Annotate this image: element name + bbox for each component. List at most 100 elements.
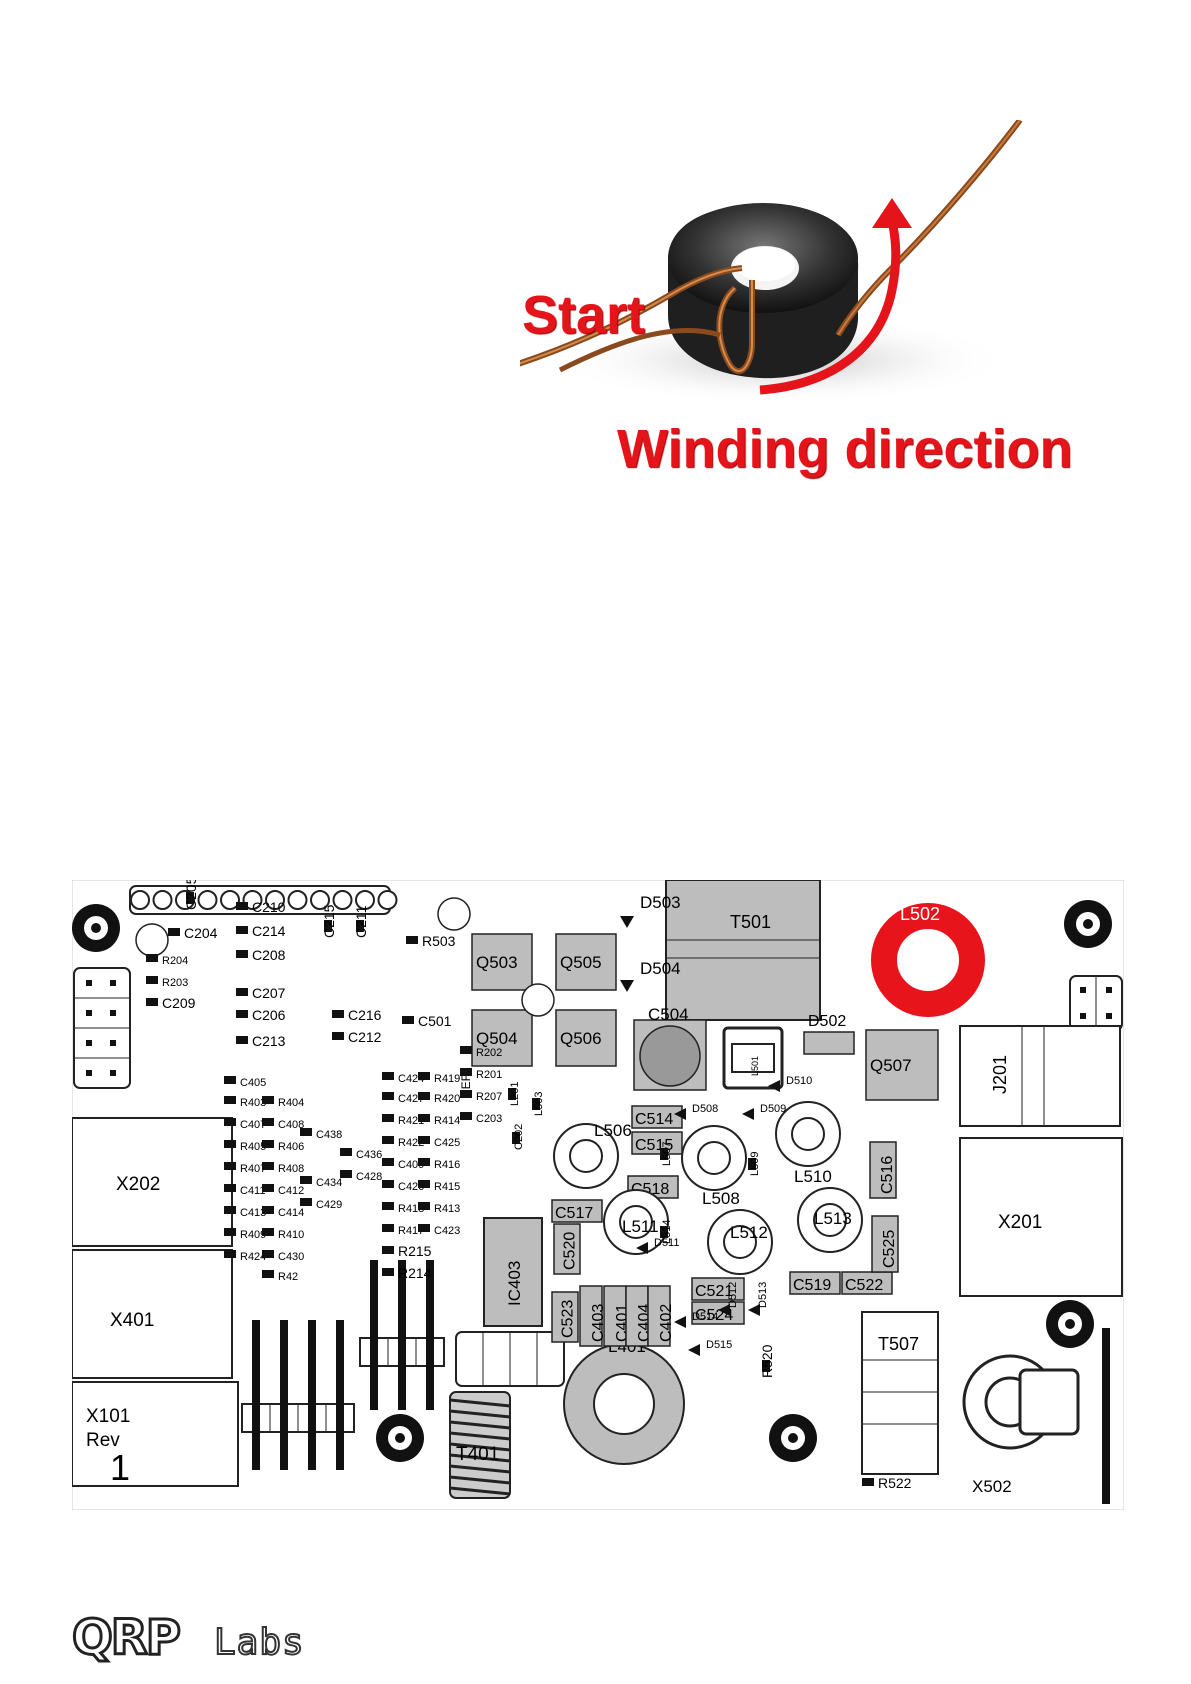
c202-smd: C202 xyxy=(512,1124,525,1150)
c427-smd: C427 xyxy=(382,1092,424,1105)
c519-cap: C519 xyxy=(789,1271,841,1295)
mounting-hole-top-right xyxy=(1064,900,1112,948)
r503-smd: R503 xyxy=(406,933,456,949)
r405-smd: R405 xyxy=(224,1140,266,1153)
l513-toroid: L513 xyxy=(797,1187,863,1253)
c516-label: C516 xyxy=(879,1156,896,1194)
r420-label: R420 xyxy=(434,1093,460,1105)
c206-smd: C206 xyxy=(236,1007,286,1023)
l509-label: L509 xyxy=(749,1152,761,1176)
c209-label: C209 xyxy=(162,995,196,1011)
mounting-hole-top-left xyxy=(72,904,120,952)
x202-label: X202 xyxy=(116,1174,160,1195)
c216-smd: C216 xyxy=(332,1007,382,1023)
r203-label: R203 xyxy=(162,977,188,989)
r406-smd: R406 xyxy=(262,1140,304,1153)
c409-label: C409 xyxy=(398,1159,424,1171)
c405-smd: C405 xyxy=(224,1076,266,1089)
r215-label: R215 xyxy=(398,1243,432,1259)
c409-smd: C409 xyxy=(382,1158,424,1171)
labs-logo: Labs xyxy=(213,1621,305,1664)
r522-smd: R522 xyxy=(862,1475,912,1491)
c413-label: C413 xyxy=(240,1207,266,1219)
r409-smd: R409 xyxy=(224,1228,266,1241)
d514-label: D514 xyxy=(692,1311,718,1323)
pin-header-mid xyxy=(359,1260,445,1410)
c504-label: C504 xyxy=(648,1005,689,1024)
d513-smd: D513 xyxy=(748,1282,769,1316)
c412-label: C412 xyxy=(278,1185,304,1197)
r418-smd: R418 xyxy=(382,1202,424,1215)
mounting-hole-bottom-b xyxy=(769,1414,817,1462)
d513-label: D513 xyxy=(757,1282,769,1308)
l514-smd: L514 xyxy=(660,1220,673,1244)
c412-smd: C412 xyxy=(262,1184,304,1197)
c522-cap: C522 xyxy=(841,1271,893,1295)
c521-label: C521 xyxy=(695,1283,733,1300)
c207-label: C207 xyxy=(252,985,286,1001)
r522-label: R522 xyxy=(878,1475,912,1491)
c525-label: C525 xyxy=(881,1230,898,1268)
c411-smd: C411 xyxy=(224,1184,265,1197)
x401-label: X401 xyxy=(110,1310,154,1331)
d510-label: D510 xyxy=(786,1075,812,1087)
c524-cap: C524 xyxy=(691,1301,745,1325)
c523-cap: C523 xyxy=(551,1291,579,1343)
c438-label: C438 xyxy=(316,1129,342,1141)
r204-label: R204 xyxy=(162,955,188,967)
r414-label: R414 xyxy=(434,1115,460,1127)
c206-label: C206 xyxy=(252,1007,286,1023)
r421-label: R421 xyxy=(398,1115,424,1127)
l501-part: L501 xyxy=(722,1026,784,1090)
c429-smd: C429 xyxy=(300,1198,342,1211)
r42-label: R42 xyxy=(278,1271,298,1283)
l508-toroid: L508 xyxy=(681,1125,747,1208)
rev-number: 1 xyxy=(110,1447,130,1488)
r403-label: R403 xyxy=(240,1097,266,1109)
l514-label: L514 xyxy=(661,1220,673,1244)
c211-label: C211 xyxy=(353,905,369,938)
d514-smd: D514 xyxy=(674,1311,718,1328)
c215-label: C215 xyxy=(321,904,337,938)
winding-direction-label: Winding direction xyxy=(617,419,1073,479)
l502-label: L502 xyxy=(900,904,940,924)
l401-toroid xyxy=(563,1343,685,1465)
l506-label: L506 xyxy=(594,1121,632,1140)
c426-smd: C426 xyxy=(382,1180,424,1193)
t507-label: T507 xyxy=(878,1334,919,1354)
d508-label: D508 xyxy=(692,1103,718,1115)
l502-toroid xyxy=(871,903,985,1017)
c216-label: C216 xyxy=(348,1007,382,1023)
c423-label: C423 xyxy=(434,1225,460,1237)
mounting-hole-right xyxy=(1046,1300,1094,1348)
c425-label: C425 xyxy=(434,1137,460,1149)
r419-smd: R419 xyxy=(418,1072,460,1085)
l508-label: L508 xyxy=(702,1189,740,1208)
c402-label: C402 xyxy=(658,1304,675,1342)
q505-part: Q505 xyxy=(555,933,617,991)
q507-label: Q507 xyxy=(870,1056,912,1075)
c411-label: C411 xyxy=(240,1185,265,1197)
q504-part: Q504 xyxy=(471,1009,533,1067)
r407-smd: R407 xyxy=(224,1162,266,1175)
r415-label: R415 xyxy=(434,1181,460,1193)
c403-cap: C403 xyxy=(579,1285,607,1347)
x101-label: X101 xyxy=(86,1406,130,1427)
c403-label: C403 xyxy=(590,1304,607,1342)
q504-label: Q504 xyxy=(476,1029,518,1048)
r413-smd: R413 xyxy=(418,1202,460,1215)
d511-smd: D511 xyxy=(636,1237,679,1254)
r204-smd: R204 xyxy=(146,954,188,967)
c428-label: C428 xyxy=(356,1171,382,1183)
x502-connector xyxy=(962,1328,1110,1504)
c210-label: C210 xyxy=(252,899,286,915)
c205-label: C205 xyxy=(183,880,199,910)
c202-label: C202 xyxy=(513,1124,525,1150)
l201-label: L201 xyxy=(509,1082,521,1106)
c210-smd: C210 xyxy=(236,899,286,915)
c501-label: C501 xyxy=(418,1013,452,1029)
rev-label: Rev xyxy=(86,1430,120,1451)
r410-smd: R410 xyxy=(262,1228,304,1241)
d504-label: D504 xyxy=(640,959,681,978)
r207-label: R207 xyxy=(476,1091,502,1103)
